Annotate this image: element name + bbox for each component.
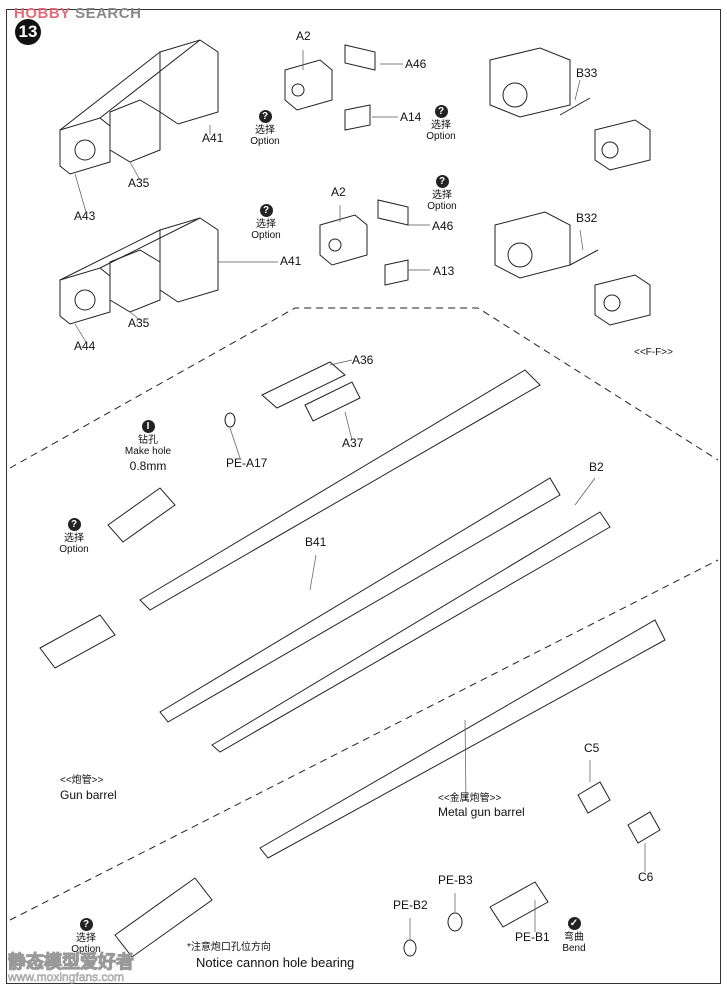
gun-barrel-label: Gun barrel: [60, 788, 117, 802]
metal-gun-barrel-cn: <<金属炮管>>: [438, 793, 502, 804]
label-pe-b2: PE-B2: [393, 898, 428, 912]
gun-barrel-b41: [159, 477, 561, 723]
label-a41: A41: [280, 254, 302, 268]
part-b33-assembly: [489, 47, 651, 171]
label-a36: A36: [352, 353, 374, 367]
label-a14: A14: [400, 110, 422, 124]
dashed-region-border-lower: [9, 559, 719, 921]
metal-gun-barrel-label: Metal gun barrel: [438, 805, 525, 819]
dashed-region-border: [9, 307, 719, 469]
part-a2-top: [284, 44, 376, 131]
mantlet-block-a41: [59, 39, 219, 175]
label-a43: A43: [74, 209, 96, 223]
label-a2: A2: [296, 29, 311, 43]
question-icon: ?: [259, 204, 273, 217]
label-a44: A44: [74, 339, 96, 353]
label-b2: B2: [589, 460, 604, 474]
hobbysearch-watermark: HOBBY SEARCH: [14, 5, 142, 22]
notice-label: Notice cannon hole bearing: [196, 955, 355, 970]
notice-cn: *注意炮口孔位方向: [187, 942, 271, 953]
gun-barrel-cn: <<炮管>>: [60, 775, 104, 786]
question-icon: ?: [435, 175, 449, 188]
section-ff-label: <<F-F>>: [634, 347, 673, 358]
part-a36-a37: [224, 361, 361, 428]
label-c5: C5: [584, 741, 600, 755]
muzzle-brake-bottom: [114, 877, 213, 958]
label-a13: A13: [433, 264, 455, 278]
question-icon: ?: [434, 105, 448, 118]
part-c5-c6: [577, 781, 661, 844]
moxingfans-url-watermark: www.moxingfans.com: [8, 970, 125, 985]
part-b32-assembly: [494, 211, 651, 326]
part-a2-mid: [319, 199, 409, 286]
muzzle-brake-drilled: [107, 487, 176, 543]
label-b41: B41: [305, 535, 327, 549]
question-icon: ?: [258, 110, 272, 123]
label-a35: A35: [128, 316, 150, 330]
label-a46: A46: [432, 219, 454, 233]
question-icon: ?: [79, 918, 93, 931]
mantlet-block-a44: [59, 217, 219, 325]
label-c6: C6: [638, 870, 654, 884]
gun-barrel-b2: [211, 511, 611, 753]
label-pe-b1: PE-B1: [515, 930, 550, 944]
label-b33: B33: [576, 66, 598, 80]
label-pe-b3: PE-B3: [438, 873, 473, 887]
label-a41: A41: [202, 131, 224, 145]
label-a46: A46: [405, 57, 427, 71]
label-a35: A35: [128, 176, 150, 190]
muzzle-brake-left: [39, 614, 116, 669]
gun-barrel-upper: [139, 369, 541, 611]
question-icon: ?: [67, 518, 81, 531]
label-a2: A2: [331, 185, 346, 199]
label-pe-a17: PE-A17: [226, 456, 268, 470]
page-frame: [6, 9, 721, 984]
muzzle-brake-pe-b1: [489, 881, 549, 928]
drill-icon: I: [141, 420, 155, 433]
moxingfans-watermark: 静态模型爱好者: [8, 952, 135, 973]
label-a37: A37: [342, 436, 364, 450]
metal-gun-barrel: [259, 619, 666, 859]
step-number: 13: [15, 19, 41, 45]
label-b32: B32: [576, 211, 598, 225]
bend-icon: ✓: [567, 917, 581, 930]
